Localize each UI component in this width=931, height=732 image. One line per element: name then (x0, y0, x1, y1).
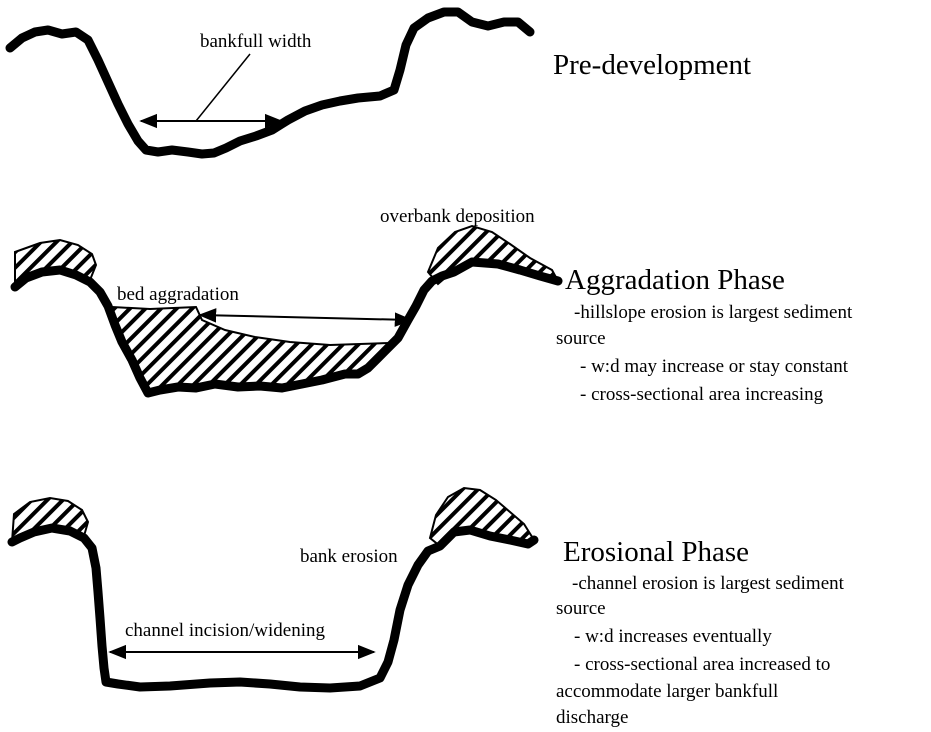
overbank-deposition-label: overbank deposition (380, 206, 535, 227)
aggradation-line-4: - cross-sectional area increasing (580, 384, 824, 405)
panel-erosional: bank erosion channel incision/widening E… (7, 486, 845, 728)
channel-profile-aggradation (10, 257, 563, 398)
channel-profile-pre (5, 7, 535, 159)
bankfull-width-label: bankfull width (200, 31, 312, 52)
bed-aggradation-label: bed aggradation (117, 284, 239, 305)
bankfull-width-leader (195, 53, 251, 122)
panel-aggradation: overbank deposition bed aggradation Aggr… (10, 206, 853, 405)
aggradation-line-2: source (556, 328, 606, 349)
channel-profile-erosional (7, 523, 539, 693)
erosional-line-5: accommodate larger bankfull (556, 681, 778, 702)
erosional-title: Erosional Phase (563, 536, 749, 568)
bed-aggradation-arrow (198, 308, 413, 327)
aggradation-line-1: -hillslope erosion is largest sediment (574, 302, 853, 323)
panel-pre-development: bankfull width Pre-development (5, 7, 751, 159)
erosional-line-1: -channel erosion is largest sediment (572, 573, 845, 594)
aggradation-line-3: - w:d may increase or stay constant (580, 356, 849, 377)
channel-incision-label: channel incision/widening (125, 620, 325, 641)
bed-aggradation-deposit (110, 305, 390, 395)
erosional-line-2: source (556, 598, 606, 619)
erosional-line-6: discharge (556, 707, 628, 728)
erosional-line-3: - w:d increases eventually (574, 626, 772, 647)
pre-development-title: Pre-development (553, 49, 751, 81)
bank-erosion-label: bank erosion (300, 546, 398, 567)
erosional-line-4: - cross-sectional area increased to (574, 654, 830, 675)
aggradation-title: Aggradation Phase (565, 264, 785, 296)
